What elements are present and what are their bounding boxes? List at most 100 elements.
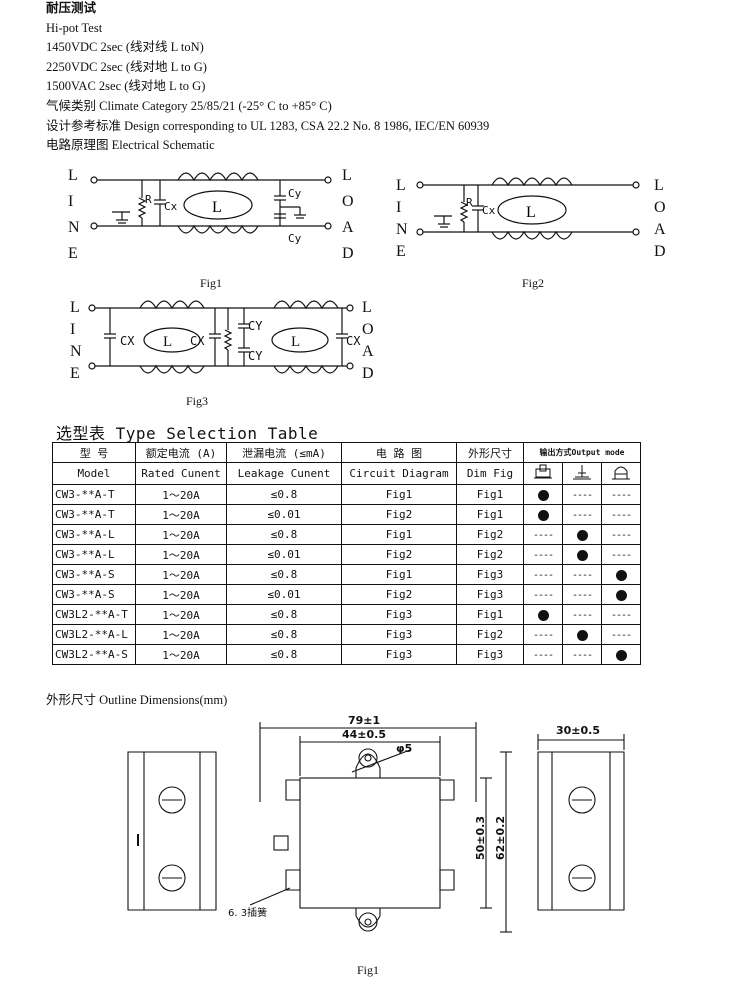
dash-icon: ----: [571, 650, 593, 661]
dim-height1: 50±0.3: [474, 816, 487, 860]
cx-label: Cx: [482, 204, 496, 217]
output-mode-cell: ----: [523, 564, 563, 585]
selected-dot-icon: [537, 609, 549, 621]
circuit-cell: Fig2: [341, 544, 457, 565]
dash-icon: ----: [610, 530, 632, 541]
th-leak-en: Leakage Cunent: [226, 462, 342, 485]
dim-cell: Fig1: [456, 604, 524, 625]
leak-cell: ≤0.8: [226, 484, 342, 505]
table-header-cn: 型 号 额定电流 (A) 泄漏电流 (≤mA) 电 路 图 外形尺寸 输出方式O…: [52, 442, 641, 463]
line-letter: N: [68, 219, 80, 236]
dash-icon: ----: [610, 550, 632, 561]
load-letter: L: [342, 167, 352, 184]
model-cell: CW3L2-**A-T: [52, 604, 136, 625]
load-letter: O: [342, 193, 354, 210]
output-mode-cell: ----: [601, 484, 641, 505]
selected-dot-icon: [576, 549, 588, 561]
output-mode-cell: [562, 524, 602, 545]
selected-dot-icon: [537, 509, 549, 521]
output-mode-cell: [523, 504, 563, 525]
fig1-caption: Fig1: [200, 276, 223, 290]
terminal-mode-icon: [523, 462, 563, 485]
output-mode-cell: ----: [562, 484, 602, 505]
dim-hole: φ5: [396, 742, 412, 755]
cx-label: CX: [120, 334, 135, 348]
inductor-label: L: [526, 204, 536, 221]
circuit-cell: Fig3: [341, 644, 457, 665]
dash-icon: ----: [571, 510, 593, 521]
circuit-cell: Fig1: [341, 524, 457, 545]
dash-icon: ----: [532, 590, 554, 601]
line-letter: E: [70, 365, 80, 382]
fig2-caption: Fig2: [522, 276, 545, 290]
load-letter: D: [654, 243, 666, 260]
dash-icon: ----: [532, 650, 554, 661]
dim-height2: 62±0.2: [494, 816, 507, 860]
selected-dot-icon: [615, 569, 627, 581]
leak-cell: ≤0.01: [226, 544, 342, 565]
selection-table: 型 号 额定电流 (A) 泄漏电流 (≤mA) 电 路 图 外形尺寸 输出方式O…: [52, 442, 641, 665]
hipot-heading-en: Hi-pot Test: [46, 21, 103, 35]
load-letter: L: [654, 177, 664, 194]
r-label: R: [145, 193, 152, 206]
dash-icon: ----: [571, 590, 593, 601]
outline-fig-caption: Fig1: [357, 963, 380, 977]
dim-cell: Fig2: [456, 544, 524, 565]
dash-icon: ----: [532, 530, 554, 541]
output-mode-cell: [562, 544, 602, 565]
inductor-label: L: [291, 334, 300, 350]
output-mode-cell: [523, 604, 563, 625]
leak-cell: ≤0.8: [226, 624, 342, 645]
cx-label: Cx: [164, 200, 178, 213]
model-cell: CW3-**A-T: [52, 484, 136, 505]
dim-inner: 44±0.5: [342, 728, 386, 741]
hipot-line-2: 2250VDC 2sec (线对地 L to G): [46, 60, 207, 74]
outline-drawing: 79±1 44±0.5 φ5 30±0.5 50±0.3 62±0.2 6. 3…: [127, 714, 625, 933]
dash-icon: ----: [571, 490, 593, 501]
load-letter: A: [654, 221, 666, 238]
load-letter: A: [342, 219, 354, 236]
output-mode-cell: ----: [601, 504, 641, 525]
output-mode-cell: ----: [601, 544, 641, 565]
circuit-cell: Fig1: [341, 564, 457, 585]
selected-dot-icon: [537, 489, 549, 501]
model-cell: CW3-**A-T: [52, 504, 136, 525]
dash-icon: ----: [532, 550, 554, 561]
selected-dot-icon: [615, 649, 627, 661]
circuit-cell: Fig3: [341, 624, 457, 645]
model-cell: CW3-**A-S: [52, 564, 136, 585]
line-letter: N: [70, 343, 82, 360]
line-letter: I: [68, 193, 73, 210]
output-mode-cell: ----: [601, 524, 641, 545]
hipot-line-1: 1450VDC 2sec (线对线 L toN): [46, 40, 204, 54]
selected-dot-icon: [615, 589, 627, 601]
dim-depth: 30±0.5: [556, 724, 600, 737]
dash-icon: ----: [610, 510, 632, 521]
leak-cell: ≤0.8: [226, 524, 342, 545]
line-letter: L: [70, 299, 80, 316]
dim-cell: Fig3: [456, 564, 524, 585]
output-mode-cell: ----: [562, 584, 602, 605]
current-cell: 1～20A: [135, 624, 227, 645]
dim-cell: Fig1: [456, 504, 524, 525]
output-mode-cell: ----: [523, 524, 563, 545]
dash-icon: ----: [610, 490, 632, 501]
leak-cell: ≤0.01: [226, 504, 342, 525]
output-mode-cell: ----: [562, 644, 602, 665]
line-letter: E: [396, 243, 406, 260]
output-mode-cell: ----: [523, 544, 563, 565]
fig3-caption: Fig3: [186, 394, 209, 408]
output-mode-cell: [562, 624, 602, 645]
dash-icon: ----: [571, 570, 593, 581]
dash-icon: ----: [532, 630, 554, 641]
selected-dot-icon: [576, 629, 588, 641]
model-cell: CW3L2-**A-L: [52, 624, 136, 645]
dim-cell: Fig2: [456, 624, 524, 645]
leak-cell: ≤0.8: [226, 564, 342, 585]
table-header-en: Model Rated Cunent Leakage Cunent Circui…: [52, 462, 641, 485]
